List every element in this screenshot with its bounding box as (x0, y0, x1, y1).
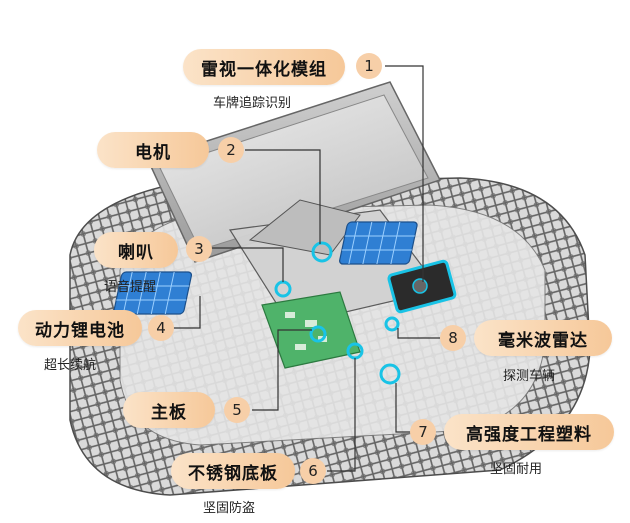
callout-7-subtitle: 坚固耐用 (490, 462, 543, 477)
callout-8-subtitle: 探测车辆 (503, 369, 556, 384)
ring-shell (379, 363, 401, 385)
callout-6-number: 6 (300, 458, 326, 484)
leader-6 (327, 358, 356, 472)
ring-radar (384, 316, 400, 332)
callout-7-number: 7 (410, 419, 436, 445)
leader-3 (210, 247, 284, 282)
leader-8 (397, 328, 440, 339)
callout-6-subtitle: 坚固防盗 (203, 501, 256, 516)
callout-3-number: 3 (186, 236, 212, 262)
callout-3-subtitle: 语音提醒 (104, 280, 157, 295)
ring-motor (311, 241, 333, 263)
frame-strut (248, 199, 361, 256)
callout-2-number: 2 (218, 137, 244, 163)
battery-left (113, 271, 193, 315)
callout-4-title: 动力锂电池 (18, 310, 142, 346)
callout-8-number: 8 (440, 325, 466, 351)
callout-1-subtitle: 车牌追踪识别 (213, 96, 292, 111)
callout-1-title: 雷视一体化模组 (183, 49, 345, 85)
lid-glass (159, 94, 429, 251)
battery-right (339, 221, 418, 265)
callout-7-title: 高强度工程塑料 (444, 414, 614, 450)
callout-3-title: 喇叭 (94, 232, 178, 268)
callout-4-number: 4 (148, 315, 174, 341)
ring-board (309, 325, 327, 343)
leader-1 (385, 65, 424, 282)
callout-6-title: 不锈钢底板 (171, 453, 295, 489)
callout-5-number: 5 (224, 397, 250, 423)
callout-8-title: 毫米波雷达 (474, 320, 612, 356)
callout-1-number: 1 (356, 53, 382, 79)
callout-5-title: 主板 (123, 392, 215, 428)
leader-7 (395, 383, 412, 433)
callout-2-title: 电机 (97, 132, 209, 168)
leader-2 (245, 149, 321, 244)
leader-5 (252, 329, 312, 411)
callout-4-subtitle: 超长续航 (44, 358, 97, 373)
leader-4 (172, 296, 201, 329)
